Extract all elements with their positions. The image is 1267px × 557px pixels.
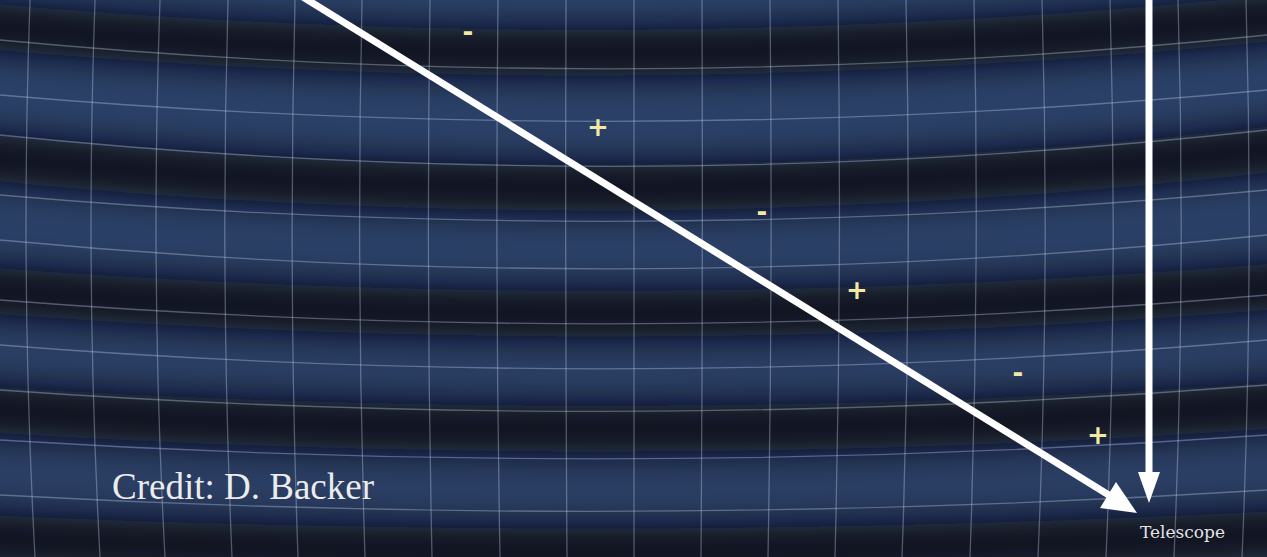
polarity-sign: - <box>463 19 474 45</box>
telescope-label: Telescope <box>1140 524 1225 541</box>
credit-note: Credit: D. Backer <box>112 468 374 505</box>
light-path-arrows <box>298 0 1160 513</box>
arrowhead <box>1138 472 1160 503</box>
diagonal-arrow <box>298 0 1112 497</box>
polarity-sign: + <box>587 114 609 140</box>
polarity-sign: + <box>1087 422 1109 448</box>
vertical-arrow <box>1146 0 1153 476</box>
arrowhead <box>1100 482 1137 513</box>
polarity-sign: - <box>1013 360 1024 386</box>
polarity-sign: + <box>846 277 868 303</box>
polarity-sign: - <box>757 199 768 225</box>
